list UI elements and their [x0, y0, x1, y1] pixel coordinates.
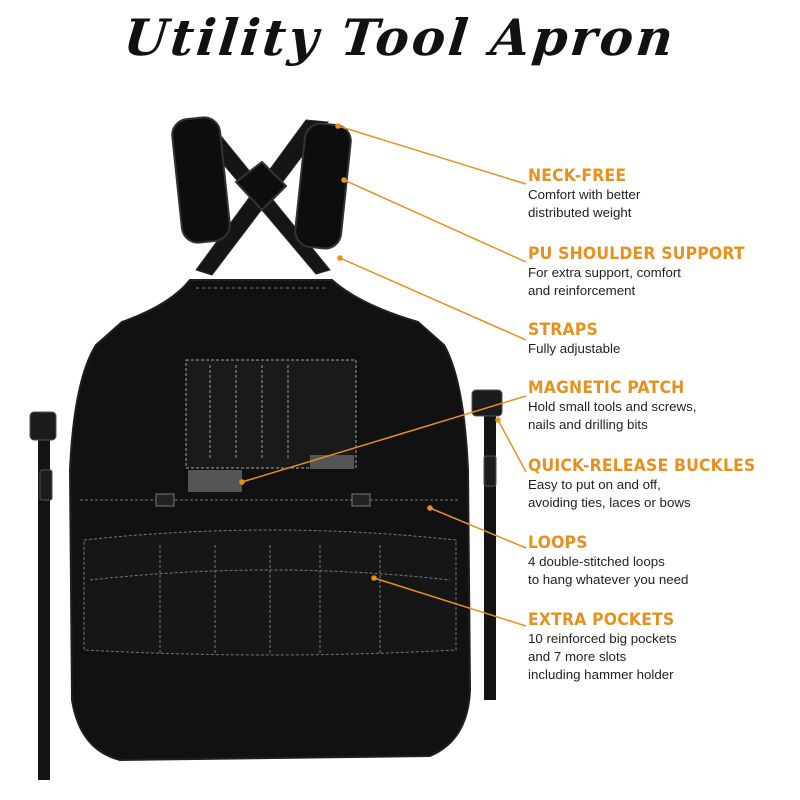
feature-text: For extra support, comfort and reinforce… [528, 265, 681, 298]
strap-cross-knot [234, 160, 288, 212]
feature-quick-release-buckles: QUICK-RELEASE BUCKLES Easy to put on and… [528, 456, 798, 512]
feature-magnetic-patch: MAGNETIC PATCH Hold small tools and scre… [528, 378, 798, 434]
callout-lines [239, 123, 527, 627]
feature-text: Comfort with better distributed weight [528, 187, 641, 220]
feature-text: 4 double-stitched loops to hang whatever… [528, 554, 689, 587]
feature-heading: STRAPS [528, 320, 598, 340]
feature-loops: LOOPS 4 double-stitched loops to hang wh… [528, 533, 798, 589]
feature-heading: EXTRA POCKETS [528, 610, 675, 630]
feature-heading: LOOPS [528, 533, 588, 553]
feature-straps: STRAPS Fully adjustable [528, 320, 798, 358]
feature-text: 10 reinforced big pockets and 7 more slo… [528, 631, 677, 682]
pockets [83, 529, 457, 656]
feature-text: Hold small tools and screws, nails and d… [528, 399, 697, 432]
feature-neck-free: NECK-FREE Comfort with better distribute… [528, 166, 798, 222]
feature-heading: QUICK-RELEASE BUCKLES [528, 456, 756, 476]
apron-body [68, 279, 472, 762]
feature-text: Fully adjustable [528, 341, 621, 356]
chest-pocket [185, 359, 357, 469]
feature-heading: PU SHOULDER SUPPORT [528, 244, 745, 264]
feature-heading: NECK-FREE [528, 166, 627, 186]
feature-pu-shoulder-support: PU SHOULDER SUPPORT For extra support, c… [528, 244, 798, 300]
feature-heading: MAGNETIC PATCH [528, 378, 685, 398]
buckles [29, 389, 503, 501]
shoulder-pads [171, 116, 352, 250]
magnetic-patch [188, 470, 242, 492]
feature-extra-pockets: EXTRA POCKETS 10 reinforced big pockets … [528, 610, 798, 684]
loops [80, 493, 460, 507]
feature-text: Easy to put on and off, avoiding ties, l… [528, 477, 691, 510]
